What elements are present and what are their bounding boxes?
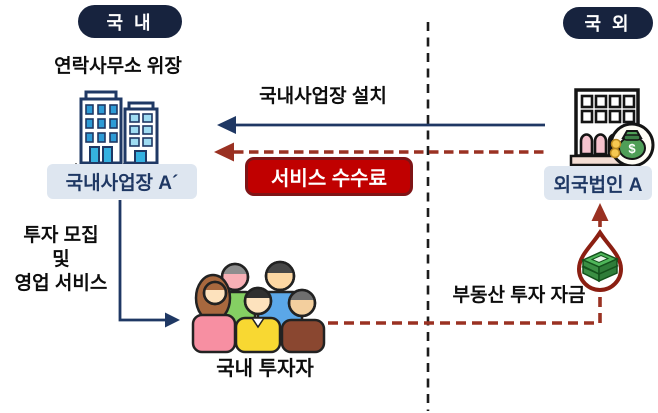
foreign-region-badge: 국 외 bbox=[563, 7, 653, 39]
recruit-line-2: 및 bbox=[52, 249, 70, 270]
domestic-building-icon bbox=[75, 90, 163, 166]
liaison-office-caption: 연락사무소 위장 bbox=[54, 56, 182, 77]
money-drop-icon bbox=[576, 229, 624, 292]
foreign-building-icon: $ bbox=[569, 88, 655, 170]
recruit-line-1: 투자 모집 bbox=[23, 225, 99, 246]
money-bag-icon: $ bbox=[609, 122, 655, 168]
service-fee-box: 서비스 수수료 bbox=[245, 157, 413, 196]
foreign-entity-label: 외국법인 A bbox=[544, 166, 652, 200]
domestic-entity-label: 국내사업장 A´ bbox=[47, 164, 197, 199]
investors-label: 국내 투자자 bbox=[216, 358, 314, 380]
investors-people-icon bbox=[191, 260, 326, 354]
recruit-line-3: 영업 서비스 bbox=[14, 273, 108, 294]
service-fee-arrow bbox=[214, 142, 548, 162]
domestic-region-badge: 국 내 bbox=[78, 5, 182, 38]
recruit-service-caption: 투자 모집 및 영업 서비스 bbox=[2, 224, 120, 296]
establish-flow-label: 국내사업장 설치 bbox=[259, 86, 387, 107]
establish-arrow bbox=[217, 116, 545, 134]
funds-flow-label: 부동산 투자 자금 bbox=[452, 285, 586, 306]
dollar-sign-glyph: $ bbox=[628, 141, 636, 156]
recruit-arrow bbox=[118, 200, 180, 328]
